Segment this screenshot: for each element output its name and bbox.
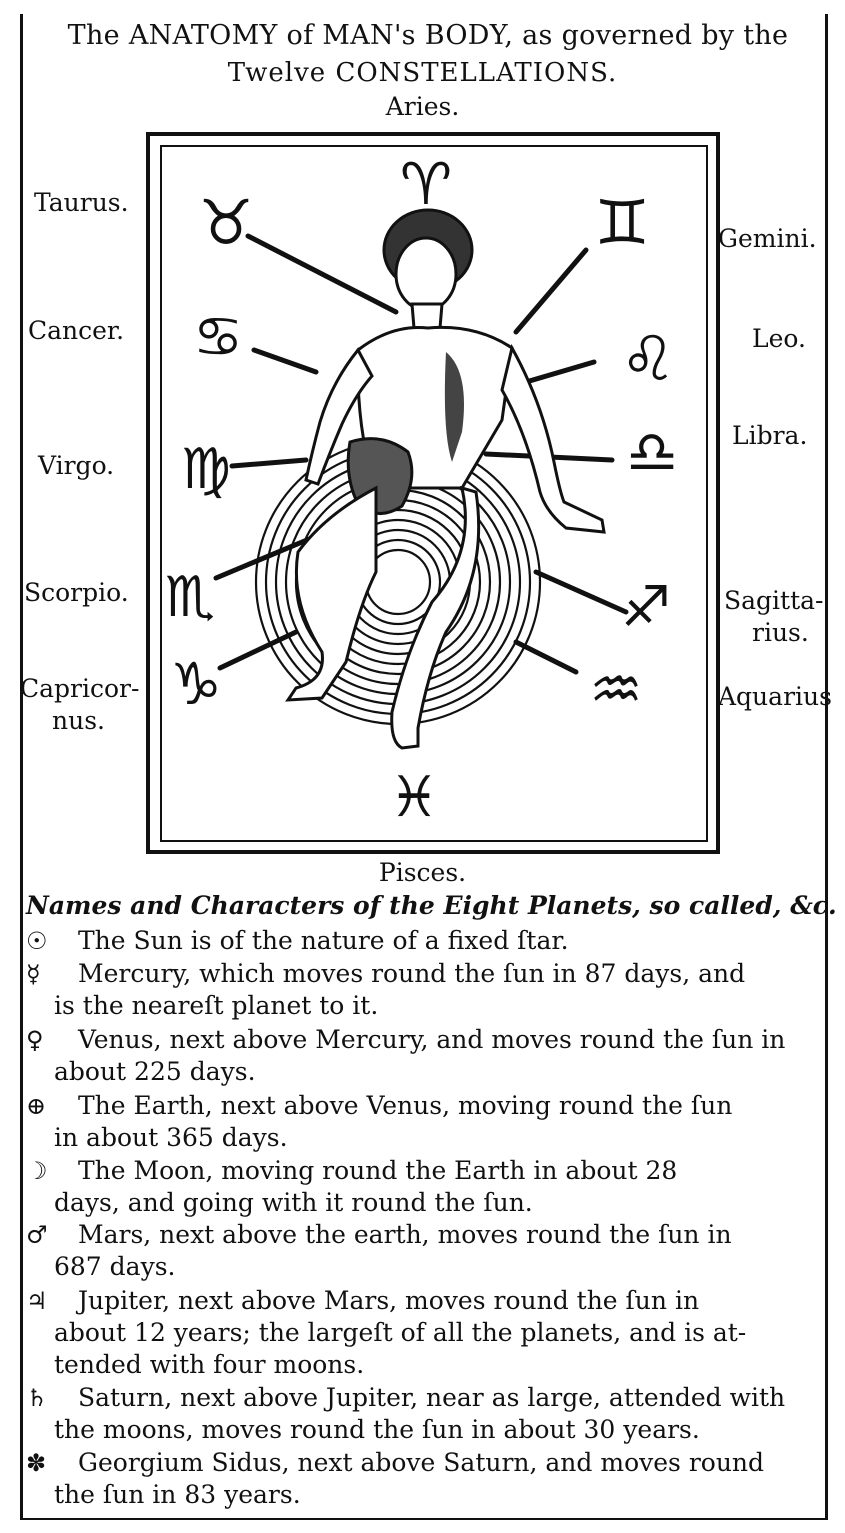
zodiac-man-illustration: ♈ ♉ ♊ ♋ ♌ ♍ ♎ ♏ ♐ ♑ ♒ ♓ xyxy=(165,150,678,830)
human-figure xyxy=(285,208,606,750)
planet-text-line2: about 12 years; the largeſt of all the p… xyxy=(54,1318,747,1347)
planet-text-line1: Mars, next above the earth, moves round … xyxy=(78,1220,732,1249)
planet-text-line2: 687 days. xyxy=(54,1252,176,1281)
planet-entry: ✽ Georgium Sidus, next above Saturn, and … xyxy=(26,1447,826,1511)
planet-symbol-icon: ♀ xyxy=(26,1026,44,1054)
planet-text-line1: Saturn, next above Jupiter, near as larg… xyxy=(78,1383,786,1412)
label-libra: Libra. xyxy=(732,421,808,450)
taurus-glyph: ♉ xyxy=(198,186,254,259)
planet-entry: ♄ Saturn, next above Jupiter, near as lar… xyxy=(26,1382,826,1446)
label-capricornus-line1: Capricor- xyxy=(20,674,140,703)
planet-text-line1: Jupiter, next above Mars, moves round th… xyxy=(78,1286,700,1315)
planet-entry: ☿ Mercury, which moves round the ſun in 8… xyxy=(26,958,826,1022)
capricorn-glyph: ♑ xyxy=(170,650,222,718)
planet-text-line2: the moons, moves round the ſun in about … xyxy=(54,1415,700,1444)
label-aquarius: Aquarius xyxy=(718,682,832,711)
aquarius-glyph: ♒ xyxy=(589,655,643,725)
planet-symbol-icon: ☉ xyxy=(26,927,48,955)
diagram-outer-frame xyxy=(146,132,720,854)
cancer-glyph: ♋ xyxy=(193,305,243,370)
pisces-glyph: ♓ xyxy=(389,765,439,830)
planet-entry: ♃ Jupiter, next above Mars, moves round t… xyxy=(26,1285,826,1381)
planet-text-line1: Georgium Sidus, next above Saturn, and m… xyxy=(78,1448,765,1477)
planet-entry: ☉ The Sun is of the nature of a fixed ſta… xyxy=(26,925,826,957)
planet-symbol-icon: ♂ xyxy=(26,1221,48,1249)
planet-text-line1: The Sun is of the nature of a fixed ſtar… xyxy=(78,926,569,955)
planet-entry: ♂ Mars, next above the earth, moves round… xyxy=(26,1219,826,1283)
label-leo: Leo. xyxy=(752,324,806,353)
planet-symbol-icon: ⊕ xyxy=(26,1092,47,1120)
planet-entry: ☽ The Moon, moving round the Earth in abo… xyxy=(26,1155,826,1219)
sagittarius-glyph: ♐ xyxy=(621,575,671,640)
planet-text-line2: in about 365 days. xyxy=(54,1123,288,1152)
label-aries: Aries. xyxy=(385,92,460,121)
page-border xyxy=(20,14,828,1520)
page-title: The ANATOMY of MAN's BODY, as governed b… xyxy=(67,20,789,51)
planet-symbol-icon: ♃ xyxy=(26,1287,48,1315)
planet-text-line2: about 225 days. xyxy=(54,1057,256,1086)
planet-text-line3: tended with four moons. xyxy=(54,1350,365,1379)
aries-glyph: ♈ xyxy=(400,150,452,218)
label-virgo: Virgo. xyxy=(38,451,115,480)
label-gemini: Gemini. xyxy=(718,224,817,253)
planet-entry: ♀ Venus, next above Mercury, and moves ro… xyxy=(26,1024,826,1088)
label-scorpio: Scorpio. xyxy=(24,578,129,607)
libra-glyph: ♎ xyxy=(626,418,678,486)
label-taurus: Taurus. xyxy=(34,188,129,217)
planet-text-line1: The Earth, next above Venus, moving roun… xyxy=(78,1091,733,1120)
planet-entry: ⊕ The Earth, next above Venus, moving rou… xyxy=(26,1090,826,1154)
planet-symbol-icon: ☽ xyxy=(26,1157,48,1185)
planet-text-line2: days, and going with it round the ſun. xyxy=(54,1188,533,1217)
diagram-inner-frame xyxy=(160,145,708,842)
label-sagittarius-line2: rius. xyxy=(752,618,809,647)
planets-heading: Names and Characters of the Eight Planet… xyxy=(26,891,837,920)
planet-text-line1: The Moon, moving round the Earth in abou… xyxy=(78,1156,678,1185)
label-cancer: Cancer. xyxy=(28,316,125,345)
planet-text-line1: Mercury, which moves round the ſun in 87… xyxy=(78,959,746,988)
virgo-glyph: ♍ xyxy=(181,437,231,502)
planet-text-line1: Venus, next above Mercury, and moves rou… xyxy=(78,1025,786,1054)
label-sagittarius-line1: Sagitta- xyxy=(724,586,824,615)
planet-symbol-icon: ✽ xyxy=(26,1449,47,1477)
planet-text-line2: the ſun in 83 years. xyxy=(54,1480,301,1509)
planet-symbol-icon: ☿ xyxy=(26,960,41,988)
planet-text-line2: is the neareſt planet to it. xyxy=(54,991,379,1020)
scorpio-glyph: ♏ xyxy=(165,565,215,630)
label-pisces: Pisces. xyxy=(378,858,467,887)
page-subtitle: Twelve CONSTELLATIONS. xyxy=(227,58,618,88)
leo-glyph: ♌ xyxy=(620,322,676,395)
label-capricornus-line2: nus. xyxy=(52,706,105,735)
gemini-glyph: ♊ xyxy=(594,186,650,259)
planet-symbol-icon: ♄ xyxy=(26,1384,48,1412)
